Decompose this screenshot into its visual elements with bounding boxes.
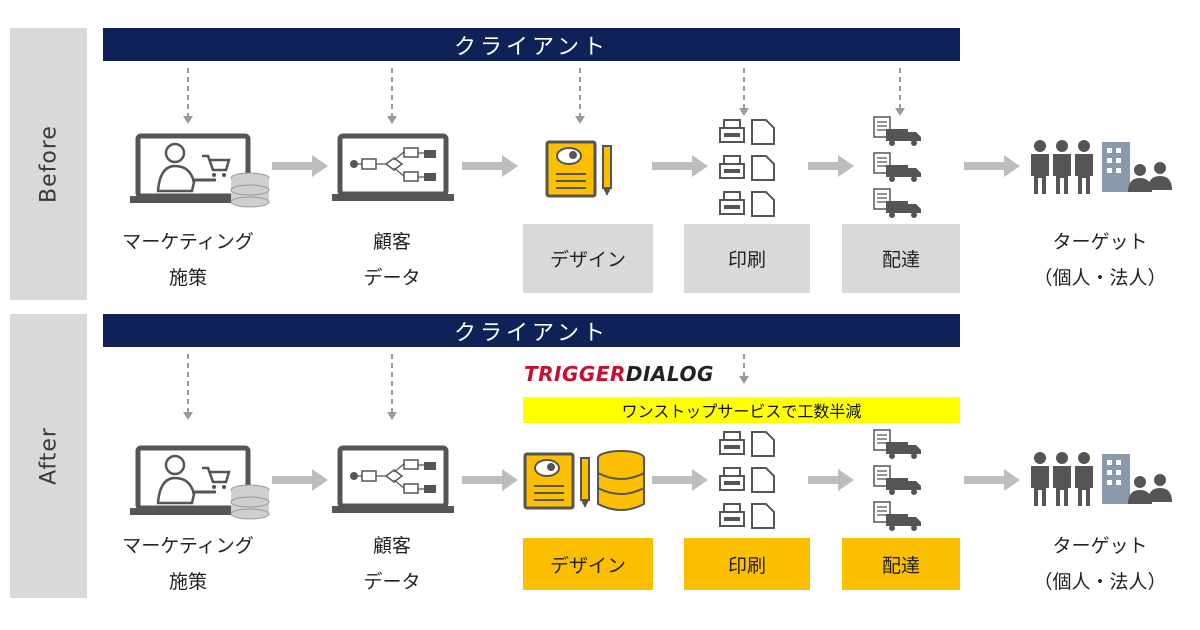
before-client-bar: クライアント xyxy=(103,28,960,61)
flow-arrow xyxy=(964,162,1004,170)
flow-arrow-head xyxy=(502,469,518,491)
flow-arrow-head xyxy=(1004,155,1020,177)
customer-data-label: 顧客 データ xyxy=(330,528,454,600)
truck-document-icon xyxy=(873,429,922,532)
laptop-shopper-icon xyxy=(130,445,270,520)
flow-arrow-head xyxy=(312,469,328,491)
target-label-line2: （個人・法人） xyxy=(1033,267,1167,289)
dashed-arrow xyxy=(899,68,901,108)
dashed-arrow-head xyxy=(739,376,749,384)
flow-arrow-head xyxy=(692,155,708,177)
truck-document-icon xyxy=(873,116,922,219)
laptop-shopper-icon xyxy=(130,133,270,208)
dashed-arrow xyxy=(743,68,745,108)
customer-label-line2: データ xyxy=(363,571,421,593)
target-label-line2: （個人・法人） xyxy=(1033,571,1167,593)
flow-arrow xyxy=(808,162,838,170)
dashed-arrow xyxy=(743,354,745,376)
dashed-arrow-head xyxy=(739,108,749,116)
people-building-icon xyxy=(1031,140,1172,194)
design-pad-icon xyxy=(523,452,590,510)
dashed-arrow-head xyxy=(387,412,397,420)
before-label: Before xyxy=(36,125,61,203)
brand-red-text: TRIGGER xyxy=(524,362,626,386)
flow-arrow-head xyxy=(1004,469,1020,491)
database-icon xyxy=(597,450,645,511)
target-label-line1: ターゲット xyxy=(1052,535,1148,557)
dashed-arrow-head xyxy=(895,108,905,116)
flow-arrow xyxy=(808,476,838,484)
dashed-arrow-head xyxy=(183,116,193,124)
target-label-line1: ターゲット xyxy=(1052,231,1148,253)
customer-label-line1: 顧客 xyxy=(372,535,411,557)
dashed-arrow xyxy=(391,68,393,116)
after-side-panel: After xyxy=(10,314,87,598)
customer-label-line2: データ xyxy=(363,267,421,289)
print-box: 印刷 xyxy=(684,538,810,590)
after-label: After xyxy=(36,427,61,485)
flow-arrow-head xyxy=(838,469,854,491)
dashed-arrow xyxy=(391,354,393,412)
flow-arrow-head xyxy=(312,155,328,177)
triggerdialog-logo: TRIGGERDIALOG xyxy=(524,362,714,386)
customer-data-label: 顧客 データ xyxy=(330,224,454,296)
design-box: デザイン xyxy=(523,538,653,590)
dashed-arrow-head xyxy=(183,412,193,420)
brand-black-text: DIALOG xyxy=(625,362,714,386)
flow-arrow xyxy=(652,162,692,170)
design-box: デザイン xyxy=(523,224,653,293)
people-building-icon xyxy=(1031,452,1172,506)
dashed-arrow xyxy=(579,68,581,116)
one-stop-banner: ワンストップサービスで工数半減 xyxy=(523,397,960,423)
delivery-box: 配達 xyxy=(842,538,960,590)
after-client-bar: クライアント xyxy=(103,314,960,347)
design-pad-icon xyxy=(545,140,612,198)
flow-arrow xyxy=(652,476,692,484)
flow-arrow-head xyxy=(502,155,518,177)
flow-arrow xyxy=(272,476,312,484)
printer-document-icon xyxy=(719,119,775,217)
marketing-label-line2: 施策 xyxy=(168,267,207,289)
customer-label-line1: 顧客 xyxy=(372,231,411,253)
target-label: ターゲット （個人・法人） xyxy=(1010,528,1190,600)
flow-arrow-head xyxy=(838,155,854,177)
flow-arrow xyxy=(462,162,502,170)
flow-arrow xyxy=(964,476,1004,484)
laptop-flowchart-icon xyxy=(332,133,454,201)
flow-arrow xyxy=(272,162,312,170)
dashed-arrow-head xyxy=(575,116,585,124)
print-box: 印刷 xyxy=(684,224,810,293)
dashed-arrow xyxy=(187,68,189,116)
marketing-label-line2: 施策 xyxy=(168,571,207,593)
printer-document-icon xyxy=(719,431,775,529)
marketing-label-line1: マーケティング xyxy=(122,535,254,557)
marketing-label: マーケティング 施策 xyxy=(100,528,276,600)
marketing-label-line1: マーケティング xyxy=(122,231,254,253)
marketing-label: マーケティング 施策 xyxy=(100,224,276,296)
delivery-box: 配達 xyxy=(842,224,960,293)
dashed-arrow-head xyxy=(387,116,397,124)
flow-arrow xyxy=(462,476,502,484)
dashed-arrow xyxy=(187,354,189,412)
before-side-panel: Before xyxy=(10,28,87,300)
flow-arrow-head xyxy=(692,469,708,491)
target-label: ターゲット （個人・法人） xyxy=(1010,224,1190,296)
laptop-flowchart-icon xyxy=(332,445,454,513)
